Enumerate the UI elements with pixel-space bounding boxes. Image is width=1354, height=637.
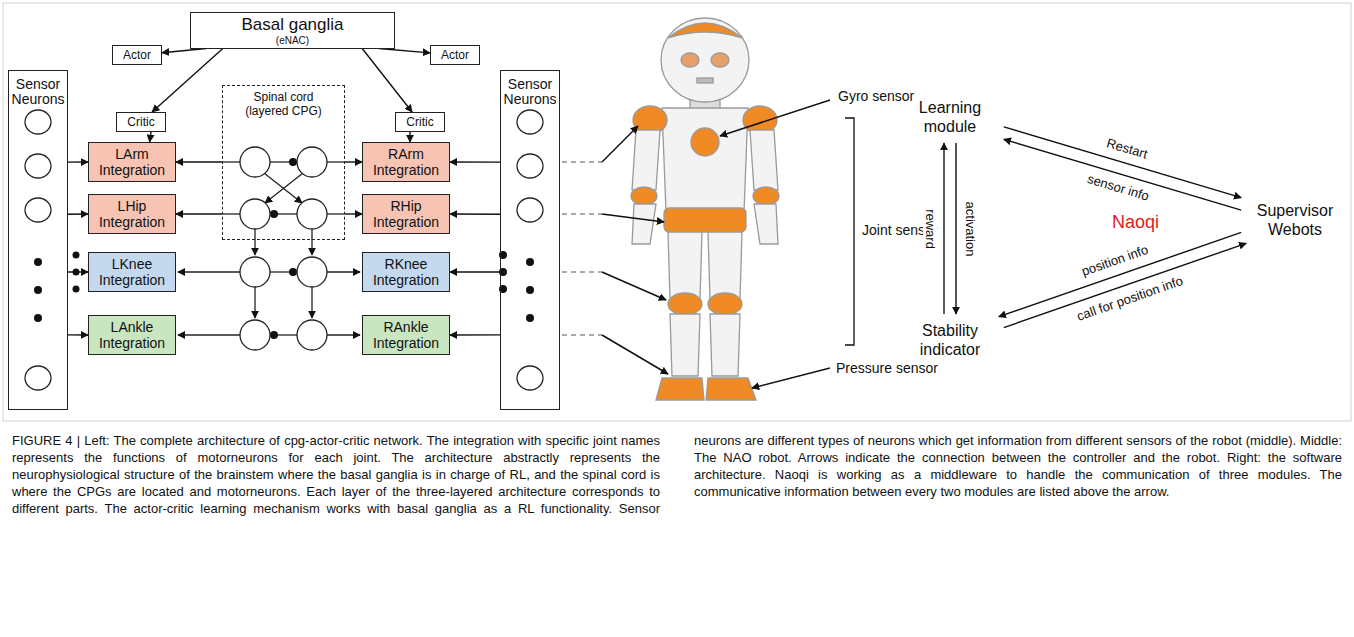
- middleware-label: Naoqi: [1112, 212, 1159, 233]
- cpg-network: [178, 162, 360, 335]
- connector: [450, 161, 500, 163]
- sensor-label: Pressure sensor: [836, 360, 938, 376]
- node-text: LAnkle Integration: [92, 319, 172, 351]
- connector: [943, 143, 944, 314]
- node-text: Learning module: [902, 98, 998, 136]
- edge-label: sensor info: [1084, 172, 1153, 205]
- node-text: Critic: [406, 115, 433, 129]
- connector: [362, 49, 412, 113]
- edge-label: activation: [963, 199, 977, 258]
- sensor-neurons-box: Sensor Neurons: [8, 70, 68, 410]
- connector: [152, 49, 223, 113]
- connector: [68, 271, 88, 272]
- spinal-cord-box: Spinal cord(layered CPG): [222, 85, 345, 240]
- connector: [450, 213, 500, 215]
- node-text: (eNAC): [276, 35, 309, 46]
- node-text: RArm Integration: [366, 146, 446, 178]
- sensor-neurons-box: Sensor Neurons: [500, 70, 560, 410]
- connector: [68, 213, 88, 215]
- connector: [1004, 243, 1246, 327]
- node-text: Critic: [127, 115, 154, 129]
- connector: [68, 161, 88, 163]
- connector: [955, 143, 956, 314]
- cpg-neurons: [240, 147, 327, 350]
- node-text: RKnee Integration: [366, 256, 446, 288]
- sensor-label: Gyro sensor: [838, 88, 914, 104]
- node-text: Sensor Neurons: [504, 77, 557, 108]
- connector: [409, 132, 410, 142]
- connector: [345, 213, 362, 214]
- inhibitory-dots: [270, 158, 297, 339]
- leader-lines: [602, 100, 854, 388]
- connector: [450, 271, 500, 272]
- actor-box: Actor: [112, 45, 162, 65]
- connector: [176, 161, 222, 162]
- critic-box: Critic: [116, 112, 166, 132]
- robot-links: [562, 162, 602, 335]
- basal-ganglia-box: Basal ganglia(eNAC): [190, 12, 395, 49]
- integration-box: LKnee Integration: [88, 252, 176, 292]
- node-text: RAnkle Integration: [366, 319, 446, 351]
- figure-caption: FIGURE 4 | Left: The complete architectu…: [12, 432, 1342, 517]
- connector: [176, 213, 222, 214]
- node-text: Actor: [123, 48, 151, 62]
- integration-box: RArm Integration: [362, 142, 450, 182]
- node-text: LHip Integration: [92, 198, 172, 230]
- node-text: Supervisor Webots: [1247, 201, 1343, 239]
- node-text: Stability indicator: [902, 321, 998, 359]
- edge-label: reward: [923, 207, 937, 251]
- node-text: RHip Integration: [366, 198, 446, 230]
- node-text: Actor: [441, 48, 469, 62]
- integration-box: RAnkle Integration: [362, 315, 450, 355]
- connector: [345, 161, 362, 162]
- node-text: Spinal cord: [253, 90, 313, 104]
- integration-box: LHip Integration: [88, 194, 176, 234]
- node-text: Sensor Neurons: [12, 77, 65, 108]
- connector: [68, 334, 88, 336]
- integration-box: RHip Integration: [362, 194, 450, 234]
- integration-box: LArm Integration: [88, 142, 176, 182]
- connector: [150, 132, 151, 142]
- caption-text: FIGURE 4 | Left: The complete architectu…: [12, 433, 1342, 516]
- node-text: (layered CPG): [245, 104, 322, 118]
- connector: [450, 334, 500, 336]
- connector: [162, 49, 206, 53]
- sensor-neuron-circles: [25, 110, 543, 390]
- node-text: LArm Integration: [92, 146, 172, 178]
- node-text: Basal ganglia: [241, 15, 343, 35]
- nao-robot: [631, 18, 779, 400]
- integration-box: LAnkle Integration: [88, 315, 176, 355]
- figure-frame: [3, 3, 1351, 421]
- integration-box: RKnee Integration: [362, 252, 450, 292]
- critic-box: Critic: [395, 112, 445, 132]
- module-label: Supervisor Webots: [1245, 198, 1345, 242]
- actor-box: Actor: [430, 45, 480, 65]
- edge-label: call for position info: [1073, 273, 1187, 324]
- module-label: Learning module: [900, 95, 1000, 139]
- module-label: Stability indicator: [900, 318, 1000, 362]
- node-text: LKnee Integration: [92, 256, 172, 288]
- edge-label: position info: [1078, 242, 1152, 280]
- ellipsis-dots: [34, 251, 534, 322]
- connector: [379, 49, 430, 53]
